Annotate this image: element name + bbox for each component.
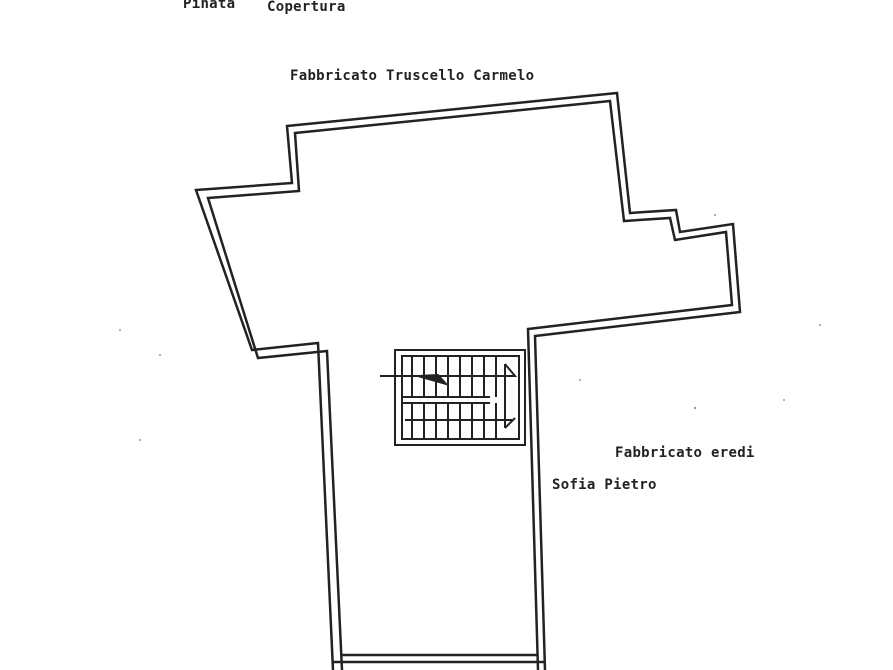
header-pinata: Pinata	[183, 0, 236, 12]
stair-treads	[411, 356, 497, 439]
scan-speck	[159, 354, 161, 356]
scan-speck	[783, 399, 785, 401]
scan-speck	[579, 379, 581, 381]
scan-speck	[139, 439, 141, 441]
outer-wall	[194, 91, 742, 670]
label-east-building-line2: Sofia Pietro	[552, 477, 657, 493]
scan-speck	[714, 214, 716, 216]
header-copertura: Copertura	[267, 0, 346, 15]
inner-wall	[206, 99, 734, 670]
staircase	[380, 349, 526, 446]
scan-speck	[819, 324, 821, 326]
stair-outer-frame	[394, 349, 526, 446]
scan-speck	[119, 329, 121, 331]
label-east-building-line1: Fabbricato eredi	[615, 445, 755, 461]
turn-arrow-icon	[504, 363, 518, 377]
arrow-icon	[417, 373, 450, 386]
scan-noise	[119, 214, 821, 441]
label-north-building: Fabbricato Truscello Carmelo	[290, 68, 535, 84]
turn-arrow-icon	[504, 417, 516, 429]
scan-speck	[693, 406, 697, 410]
